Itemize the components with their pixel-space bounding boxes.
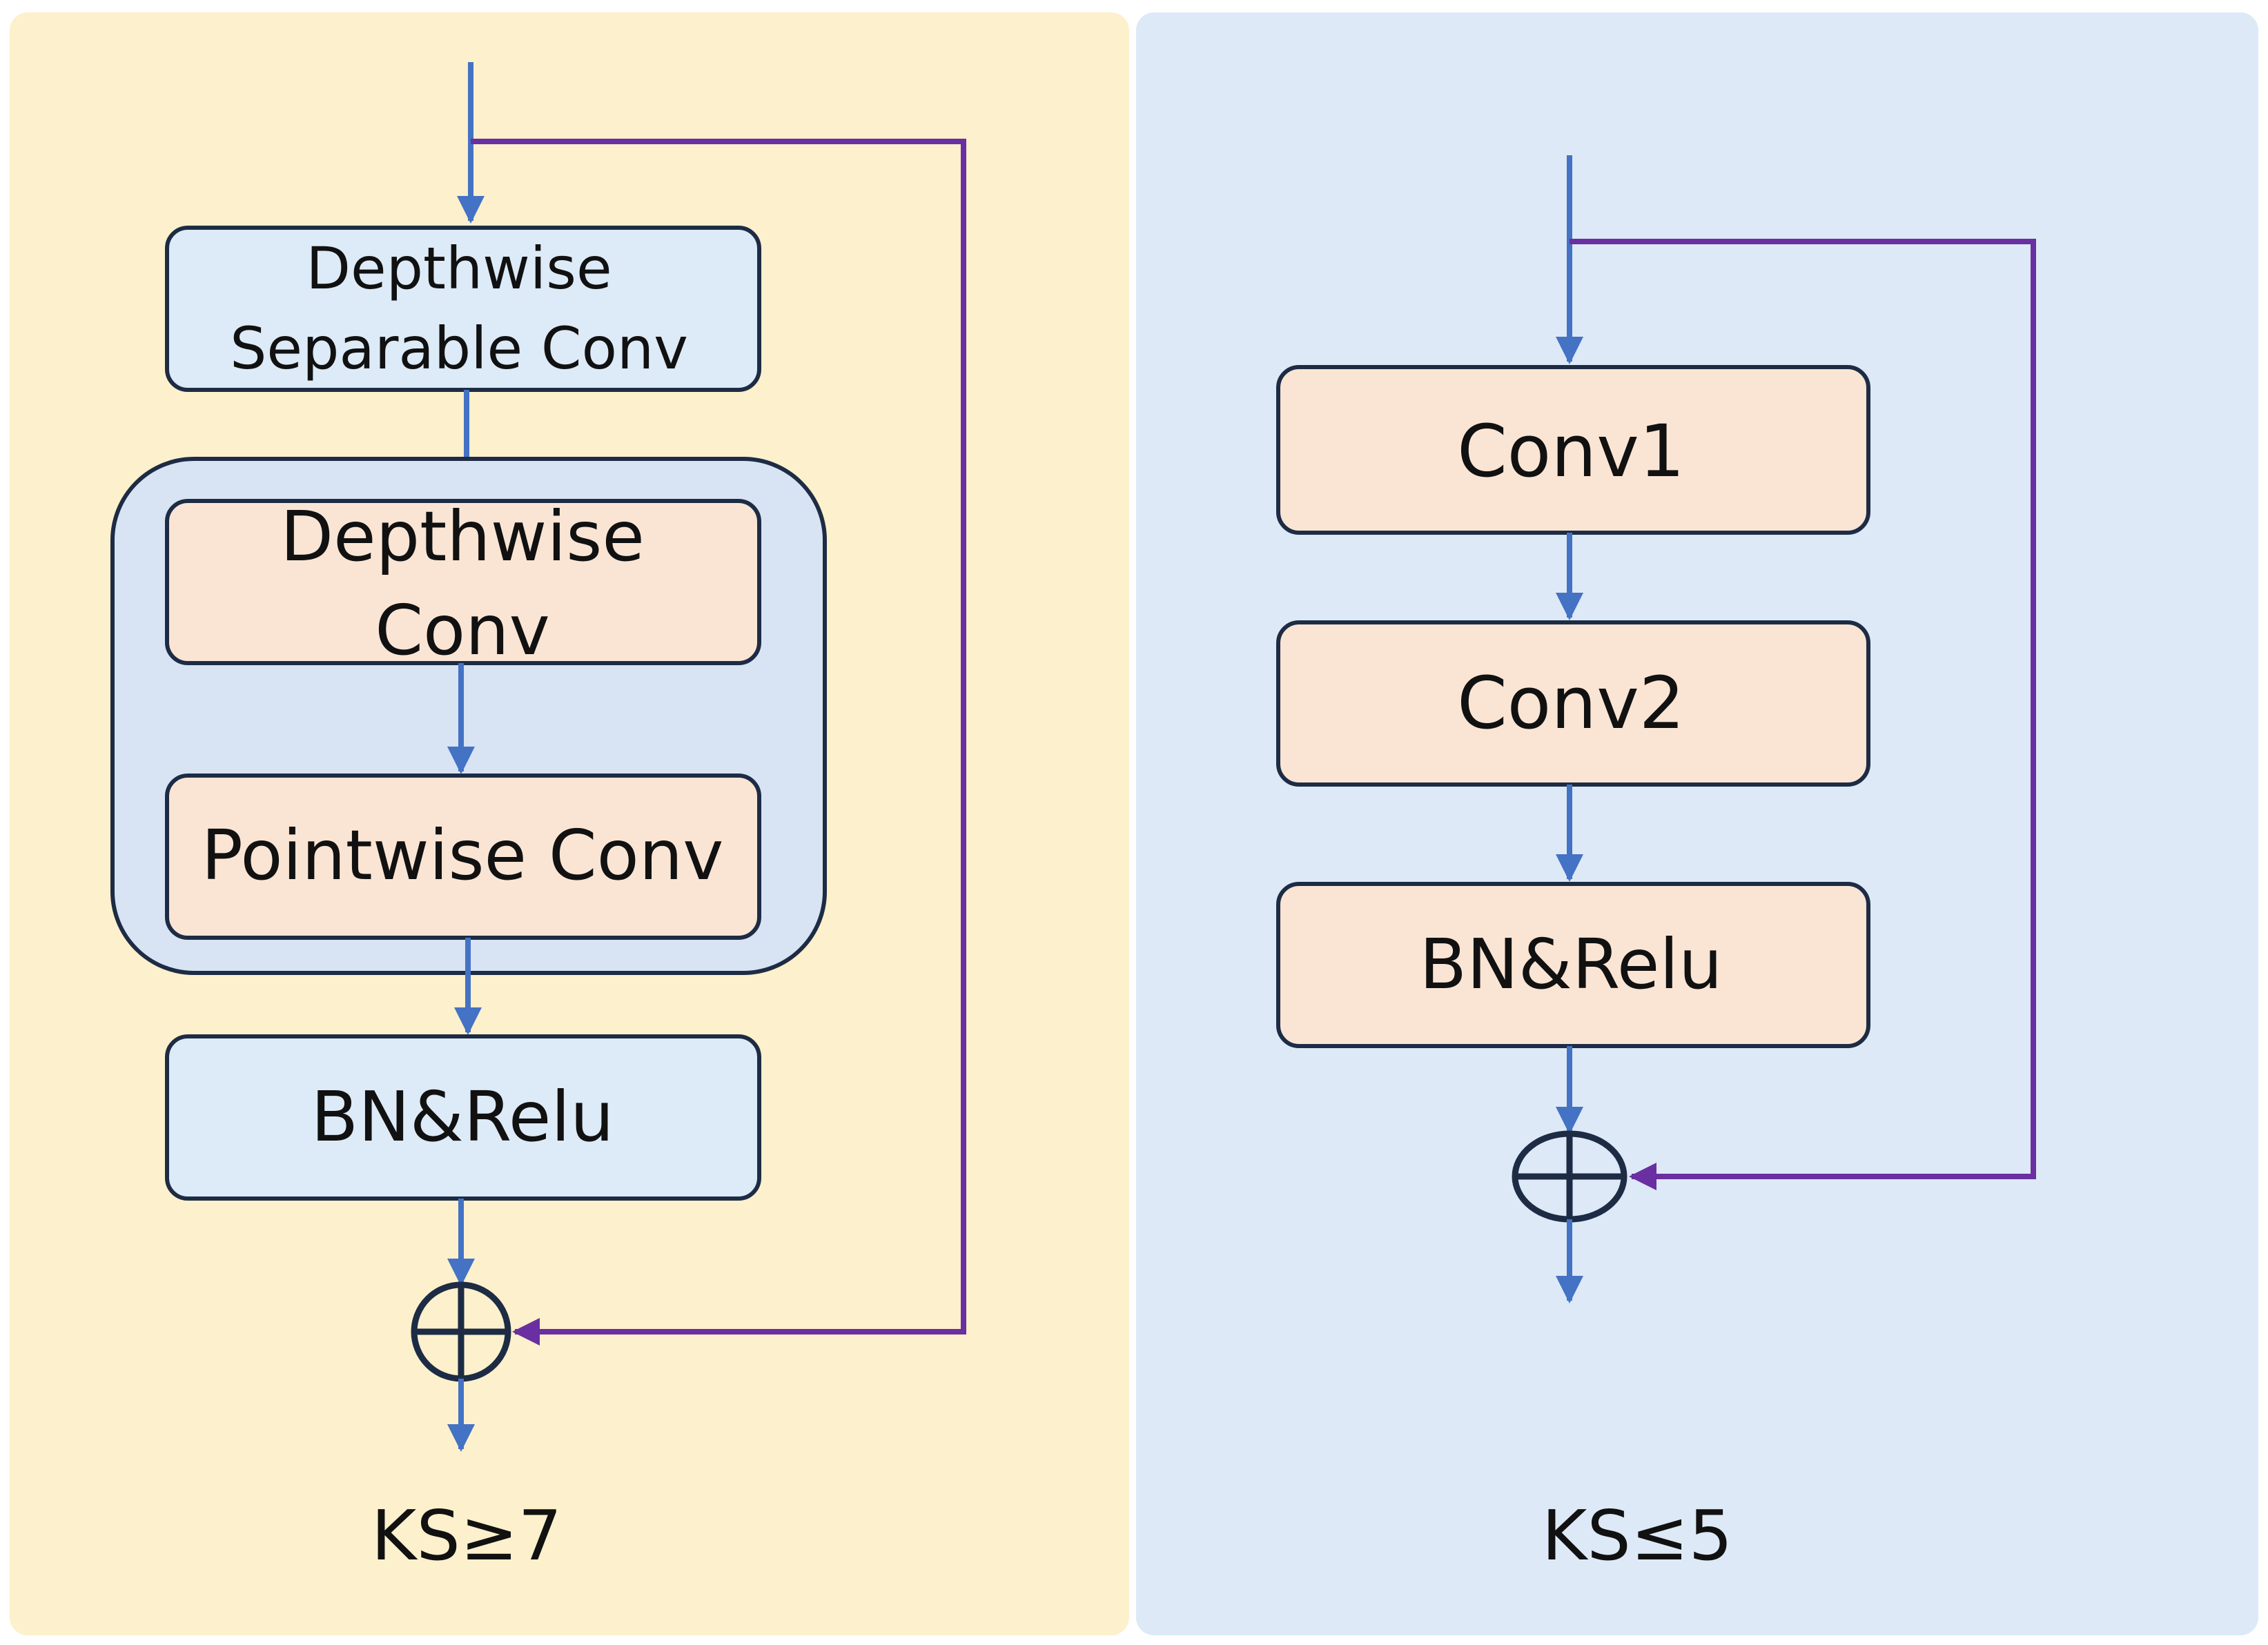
depthwise-conv-label-line1: Depthwise xyxy=(280,496,645,577)
right-add-circle-plus-icon xyxy=(1512,1130,1627,1223)
pointwise-conv-box xyxy=(165,774,761,940)
right-panel: Conv1 Conv2 BN&Relu KS≤5 xyxy=(1136,12,2258,1635)
left-add-circle-plus-icon xyxy=(411,1281,511,1382)
right-bn-relu-box xyxy=(1276,882,1870,1048)
left-skip-connection xyxy=(471,139,966,1346)
depthwise-separable-conv-box xyxy=(165,226,761,392)
depthwise-conv-label-line2: Conv xyxy=(375,590,550,671)
left-bn-relu-label: BN&Relu xyxy=(311,1076,614,1157)
left-caption: KS≥7 xyxy=(371,1495,562,1576)
right-bn-relu-label: BN&Relu xyxy=(1419,924,1722,1005)
depthwise-separable-conv-label-line2: Separable Conv xyxy=(230,315,688,382)
conv1-label: Conv1 xyxy=(1457,409,1685,493)
conv1-box xyxy=(1276,365,1870,535)
pointwise-conv-label: Pointwise Conv xyxy=(202,815,724,896)
right-panel-background xyxy=(1136,12,2258,1635)
conv2-label: Conv2 xyxy=(1457,661,1685,745)
conv2-box xyxy=(1276,620,1870,787)
left-panel: Depthwise Separable Conv Depthwise Conv … xyxy=(10,12,1129,1635)
right-caption: KS≤5 xyxy=(1542,1495,1732,1576)
right-skip-connection xyxy=(1570,239,2036,1190)
depthwise-separable-conv-label-line1: Depthwise xyxy=(306,235,612,302)
